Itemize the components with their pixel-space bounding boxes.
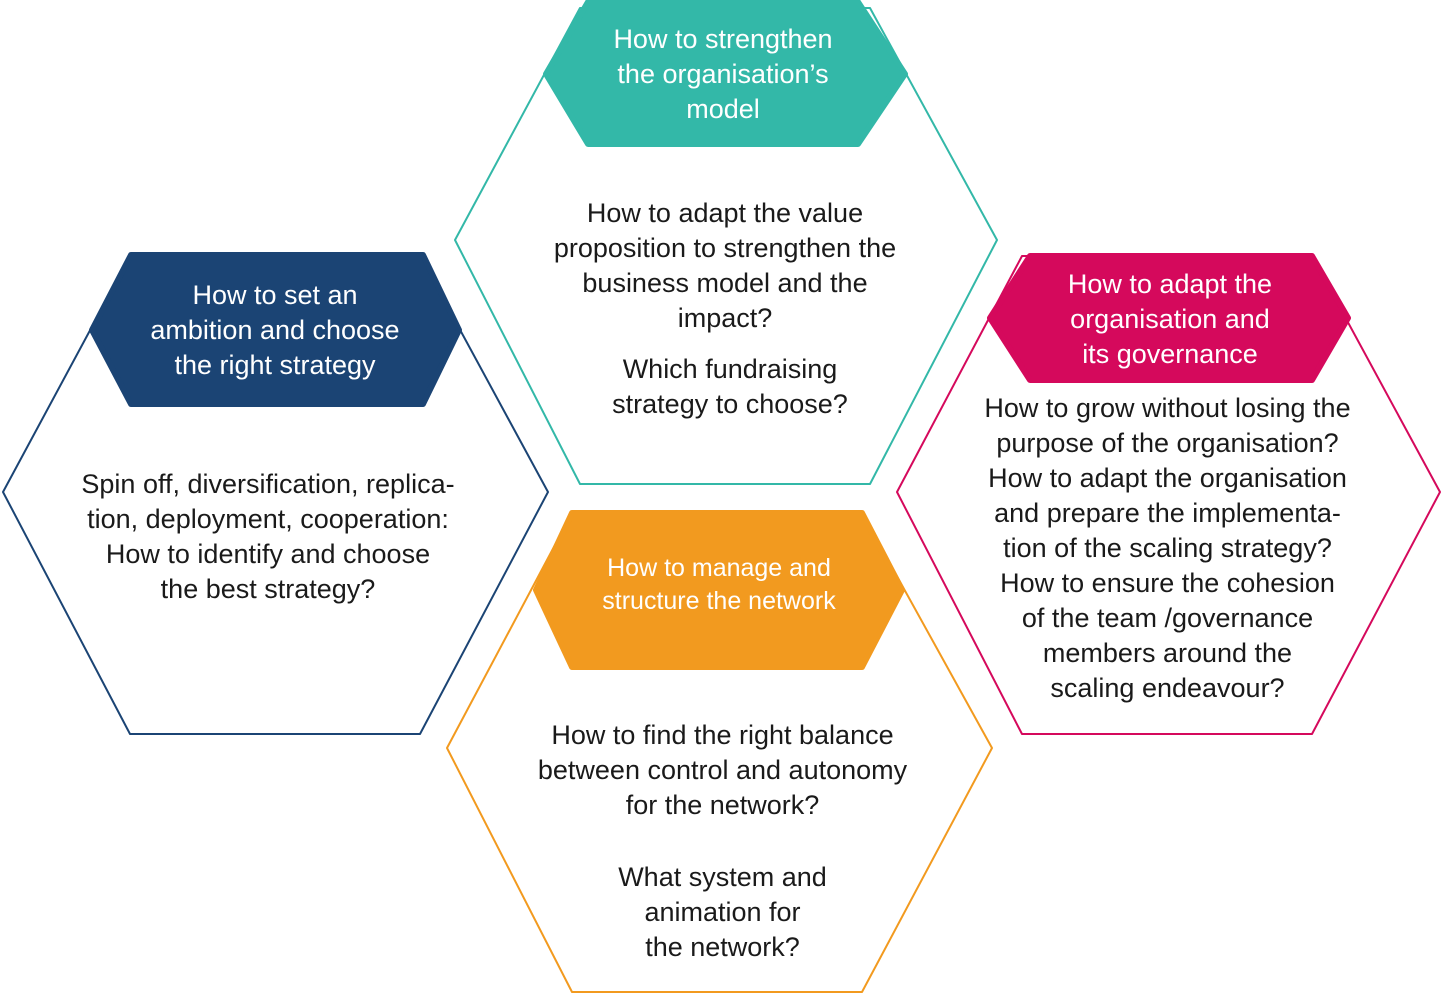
title-tab-governance: [987, 253, 1351, 383]
title-ambition: How to set an ambition and choose the ri…: [150, 280, 400, 380]
question-fundraising: Which fundraising strategy to choose?: [612, 354, 848, 419]
title-strengthen: How to strengthen the organisation’s mod…: [613, 24, 833, 124]
title-network: How to manage and structure the network: [602, 554, 836, 615]
title-governance: How to adapt the organisation and its go…: [1067, 269, 1273, 369]
questions-governance: How to grow without losing the purpose o…: [984, 393, 1351, 703]
question-choose-strategy: Spin off, diversification, replica- tion…: [81, 469, 455, 604]
title-tab-strengthen: [543, 0, 908, 147]
question-control-autonomy: How to find the right balance between co…: [537, 720, 908, 820]
title-tab-ambition: [89, 252, 462, 407]
question-system-animation: What system and animation for the networ…: [618, 862, 827, 962]
question-value-proposition: How to adapt the value proposition to st…: [553, 198, 897, 333]
title-tab-network: [533, 510, 905, 670]
